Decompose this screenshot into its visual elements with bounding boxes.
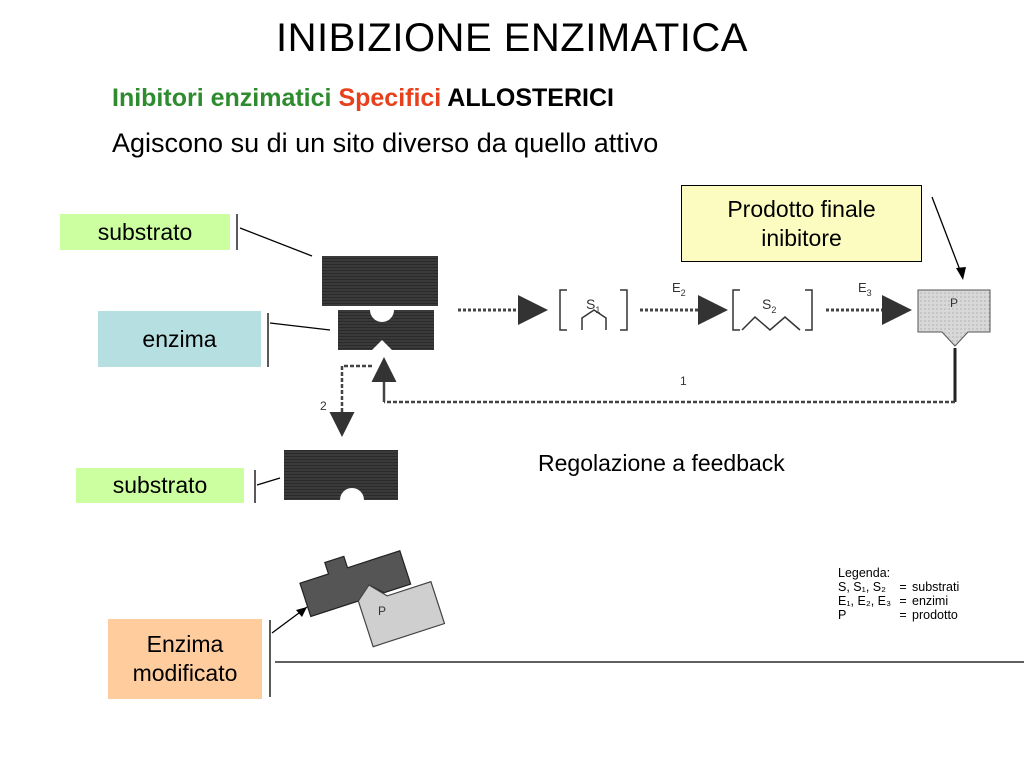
- label-prodotto-line1: Prodotto finale: [727, 195, 876, 222]
- description: Agiscono su di un sito diverso da quello…: [112, 128, 659, 158]
- substrate-block-bottom: [284, 450, 398, 500]
- legend-title: Legenda:: [838, 566, 891, 580]
- e2-label: E2: [672, 280, 686, 298]
- intermediate-s1: [559, 289, 628, 331]
- legend-row: E₁, E₂, E₃ = enzimi: [838, 594, 949, 608]
- subtitle: Inibitori enzimatici Specifici ALLOSTERI…: [112, 84, 614, 113]
- enzyme-block: [338, 310, 434, 350]
- s2-label: S2: [762, 296, 776, 315]
- label-enzima-mod-line2: modificato: [132, 660, 238, 686]
- subtitle-red: Specifici: [338, 84, 442, 112]
- arrowhead-enzyme-mod: [296, 607, 307, 617]
- step-2-label: 2: [320, 399, 327, 413]
- label-substrato-top: substrato: [60, 214, 230, 250]
- step-1-label: 1: [680, 374, 687, 388]
- subtitle-green: Inibitori enzimatici: [112, 84, 332, 112]
- product-block: [917, 289, 991, 347]
- label-enzima-mod-line1: Enzima: [146, 631, 224, 658]
- label-enzima: enzima: [98, 311, 261, 367]
- s1-label: S1: [586, 296, 600, 315]
- legend-row: S, S₁, S₂ = substrati: [838, 580, 960, 594]
- modified-enzyme: [299, 550, 446, 648]
- e3-label: E3: [858, 280, 872, 298]
- product-label: P: [950, 296, 958, 310]
- substrate-block-top: [322, 256, 438, 306]
- legend-row: P = prodotto: [838, 608, 958, 622]
- feedback-label: Regolazione a feedback: [538, 450, 785, 476]
- label-substrato-bottom: substrato: [76, 468, 244, 503]
- page-title: INIBIZIONE ENZIMATICA: [275, 16, 748, 60]
- label-prodotto-finale: Prodotto finale inibitore: [681, 185, 922, 262]
- legend: Legenda: S, S₁, S₂ = substrati E₁, E₂, E…: [838, 566, 959, 622]
- arrow-step-2: [329, 364, 372, 437]
- arrowhead-prodotto: [956, 267, 966, 280]
- label-prodotto-line2: inibitore: [761, 224, 842, 251]
- label-enzima-modificato: Enzima modificato: [108, 619, 262, 699]
- modified-product-label: P: [378, 604, 386, 618]
- intermediate-s2: [732, 289, 813, 331]
- subtitle-black: ALLOSTERICI: [447, 84, 614, 112]
